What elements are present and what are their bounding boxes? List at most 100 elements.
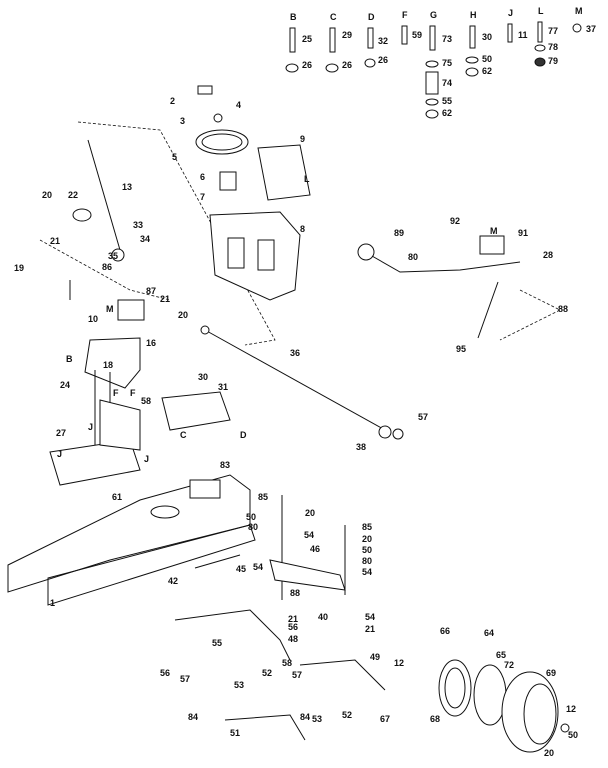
frame-rail-lower bbox=[47, 524, 256, 606]
callout-label: 54 bbox=[365, 612, 375, 622]
dash-bracket bbox=[257, 144, 311, 201]
callout-label: 20 bbox=[305, 508, 315, 518]
callout-label: J bbox=[144, 454, 149, 464]
shaft-end bbox=[200, 325, 210, 335]
callout-label: B bbox=[66, 354, 73, 364]
hw-num: 74 bbox=[442, 78, 452, 88]
callout-label: 24 bbox=[60, 380, 70, 390]
guide-line bbox=[499, 289, 561, 341]
callout-label: 58 bbox=[282, 658, 292, 668]
callout-label: 22 bbox=[68, 190, 78, 200]
washer-g bbox=[425, 60, 439, 68]
frame-slot bbox=[189, 479, 221, 499]
callout-label: 28 bbox=[543, 250, 553, 260]
brake-linkage bbox=[174, 495, 386, 741]
hw-num: 77 bbox=[548, 26, 558, 36]
hardware-legend: B 25 26 C 29 26 D 32 26 F 59 G 73 75 74 … bbox=[285, 6, 596, 119]
bolt-j bbox=[507, 23, 513, 43]
callout-label: 20 bbox=[178, 310, 188, 320]
hw-num: 29 bbox=[342, 30, 352, 40]
callout-label: D bbox=[240, 430, 247, 440]
callout-label: 54 bbox=[362, 567, 372, 577]
callout-label: 85 bbox=[258, 492, 268, 502]
nut bbox=[213, 113, 223, 123]
shift-rod bbox=[477, 281, 499, 339]
callout-label: 2 bbox=[170, 96, 175, 106]
hw-num: 79 bbox=[548, 56, 558, 66]
callout-label: 56 bbox=[288, 622, 298, 632]
hw-num: 62 bbox=[442, 108, 452, 118]
callout-label: 7 bbox=[200, 192, 205, 202]
hw-num: 55 bbox=[442, 96, 452, 106]
frame-rail-upper bbox=[7, 474, 251, 593]
callout-label: 49 bbox=[370, 652, 380, 662]
hw-num: 73 bbox=[442, 34, 452, 44]
hw-num: 50 bbox=[482, 54, 492, 64]
shift-lever-assembly bbox=[357, 235, 561, 341]
callout-label: F bbox=[113, 388, 119, 398]
callout-label: 30 bbox=[198, 372, 208, 382]
pulley-72 bbox=[473, 664, 507, 726]
callout-label: 57 bbox=[418, 412, 428, 422]
callout-label: 20 bbox=[362, 534, 372, 544]
callout-label: J bbox=[57, 449, 62, 459]
steering-shaft bbox=[87, 139, 121, 251]
hw-letter-c: C bbox=[330, 12, 337, 22]
callout-label: 50 bbox=[246, 512, 256, 522]
callout-label: 95 bbox=[456, 344, 466, 354]
hw-num: 26 bbox=[378, 55, 388, 65]
nut-c bbox=[325, 63, 339, 73]
callout-label: L bbox=[304, 174, 310, 184]
hw-letter-l: L bbox=[538, 6, 544, 16]
spring-inner bbox=[444, 667, 466, 709]
callout-label: 46 bbox=[310, 544, 320, 554]
callout-label: 31 bbox=[218, 382, 228, 392]
steering-wheel-inner bbox=[201, 133, 243, 151]
callout-label: 12 bbox=[394, 658, 404, 668]
callout-label: J bbox=[88, 422, 93, 432]
callout-label: 20 bbox=[42, 190, 52, 200]
callout-label: 64 bbox=[484, 628, 494, 638]
hw-num: 78 bbox=[548, 42, 558, 52]
callout-label: 1 bbox=[50, 598, 55, 608]
callout-label: 18 bbox=[103, 360, 113, 370]
spacer-g bbox=[425, 71, 439, 95]
hw-num: 25 bbox=[302, 34, 312, 44]
bolt-g bbox=[429, 25, 436, 51]
callout-label: 21 bbox=[288, 614, 298, 624]
callout-label: 5 bbox=[172, 152, 177, 162]
bracket-40 bbox=[269, 559, 346, 591]
bolt-c bbox=[329, 27, 336, 53]
hw-letter-g: G bbox=[430, 10, 437, 20]
drive-shaft bbox=[200, 325, 404, 440]
callout-labels: 234567891320212233343586198710M212016B24… bbox=[14, 96, 578, 758]
steering-adapter bbox=[219, 171, 237, 191]
bolt-h bbox=[469, 25, 476, 49]
guide-line bbox=[39, 239, 171, 301]
callout-label: 55 bbox=[212, 638, 222, 648]
callout-label: 88 bbox=[558, 304, 568, 314]
callout-label: 91 bbox=[518, 228, 528, 238]
shaft-nut bbox=[392, 428, 404, 440]
callout-label: 13 bbox=[122, 182, 132, 192]
callout-label: 27 bbox=[56, 428, 66, 438]
callout-label: 83 bbox=[220, 460, 230, 470]
callout-label: 66 bbox=[440, 626, 450, 636]
callout-label: 42 bbox=[168, 576, 178, 586]
callout-label: F bbox=[130, 388, 136, 398]
callout-label: 21 bbox=[50, 236, 60, 246]
wheel-rim bbox=[523, 683, 557, 745]
bracket bbox=[117, 299, 145, 321]
washer-g2 bbox=[425, 98, 439, 106]
callout-label: 50 bbox=[568, 730, 578, 740]
linkage bbox=[299, 659, 386, 691]
hw-num: 11 bbox=[518, 30, 528, 40]
callout-label: C bbox=[180, 430, 187, 440]
bracket bbox=[99, 399, 141, 451]
callout-label: 53 bbox=[234, 680, 244, 690]
washer-l bbox=[534, 44, 546, 52]
hw-letter-d: D bbox=[368, 12, 375, 22]
callout-label: 61 bbox=[112, 492, 122, 502]
